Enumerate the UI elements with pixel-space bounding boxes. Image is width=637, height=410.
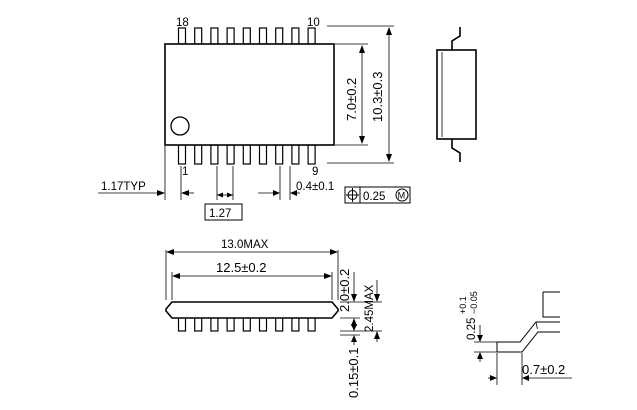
top-view-lower-pin bbox=[258, 144, 268, 165]
top-view-upper-pin bbox=[210, 27, 219, 45]
top-view-upper-pin bbox=[226, 27, 235, 45]
top-view-upper-pin bbox=[177, 27, 187, 45]
tolerance-modifier: M bbox=[398, 190, 406, 200]
dim-lead-width: 0.4±0.1 bbox=[296, 181, 334, 193]
dim-standoff: 0.15±0.1 bbox=[346, 347, 361, 398]
detail-package-outline bbox=[542, 291, 560, 318]
top-view-lower-pin bbox=[194, 144, 203, 165]
dim-body-width: 7.0±0.2 bbox=[344, 78, 359, 121]
top-view-lower-pin bbox=[226, 144, 235, 165]
dim-total-length: 13.0MAX bbox=[221, 239, 269, 251]
pin-label-18: 18 bbox=[176, 17, 189, 29]
top-view-lower-pin bbox=[177, 144, 187, 165]
end-view-lead-upper bbox=[451, 27, 461, 50]
top-view-body bbox=[164, 43, 335, 146]
dim-body-length: 12.5±0.2 bbox=[216, 260, 267, 275]
pin-label-10: 10 bbox=[307, 17, 320, 29]
top-view-lower-pin bbox=[210, 144, 219, 165]
dim-lead-thickness-plus: +0.1 bbox=[458, 296, 468, 314]
mmc-modifier-icon bbox=[395, 188, 409, 202]
position-tolerance-frame: 0.25 M bbox=[344, 186, 411, 204]
front-view: 13.0MAX 12.5±0.2 2.0±0.2 2.45MAX 0.15±0.… bbox=[165, 239, 382, 398]
detail-lead-lower-edge bbox=[497, 331, 560, 353]
end-view-body bbox=[436, 49, 477, 140]
top-view-lower-pin bbox=[275, 144, 284, 165]
end-view bbox=[436, 27, 477, 162]
top-view-upper-pin bbox=[307, 27, 316, 45]
top-view-lower-pin bbox=[307, 144, 316, 165]
dim-foot-length: 0.7±0.2 bbox=[522, 362, 565, 377]
top-view-upper-pin bbox=[258, 27, 268, 45]
top-view-lower-pin bbox=[291, 144, 300, 165]
tolerance-value: 0.25 bbox=[363, 191, 385, 203]
top-view-upper-pin bbox=[291, 27, 300, 45]
top-view-lower-pins bbox=[177, 144, 316, 165]
top-view-upper-pin bbox=[194, 27, 203, 45]
lead-detail-view: 0.25 +0.1 −0.05 0.7±0.2 bbox=[458, 291, 572, 385]
dim-lead-pitch: 1.27 bbox=[209, 208, 231, 220]
top-view-upper-pin bbox=[275, 27, 284, 45]
dim-max-height: 2.45MAX bbox=[364, 284, 376, 332]
pin1-index-mark bbox=[170, 116, 190, 136]
pin-label-9: 9 bbox=[312, 166, 318, 178]
end-view-lead-lower bbox=[451, 139, 461, 162]
top-view-upper-pin bbox=[242, 27, 251, 45]
dim-body-height: 2.0±0.2 bbox=[337, 269, 352, 312]
pitch-reference-box bbox=[204, 203, 243, 221]
dim-overall-span: 10.3±0.3 bbox=[370, 71, 385, 122]
pin-label-1: 1 bbox=[182, 166, 188, 178]
dim-edge-to-lead: 1.17TYP bbox=[101, 181, 146, 193]
top-view: 18 10 1 9 7.0±0.2 10.3±0.3 1.17TYP 1.2 bbox=[98, 17, 411, 221]
top-view-lower-pin bbox=[242, 144, 251, 165]
front-view-body bbox=[165, 301, 339, 319]
dim-lead-thickness: 0.25 bbox=[466, 318, 478, 340]
dim-lead-thickness-minus: −0.05 bbox=[469, 291, 479, 314]
top-view-upper-pins bbox=[177, 27, 316, 45]
